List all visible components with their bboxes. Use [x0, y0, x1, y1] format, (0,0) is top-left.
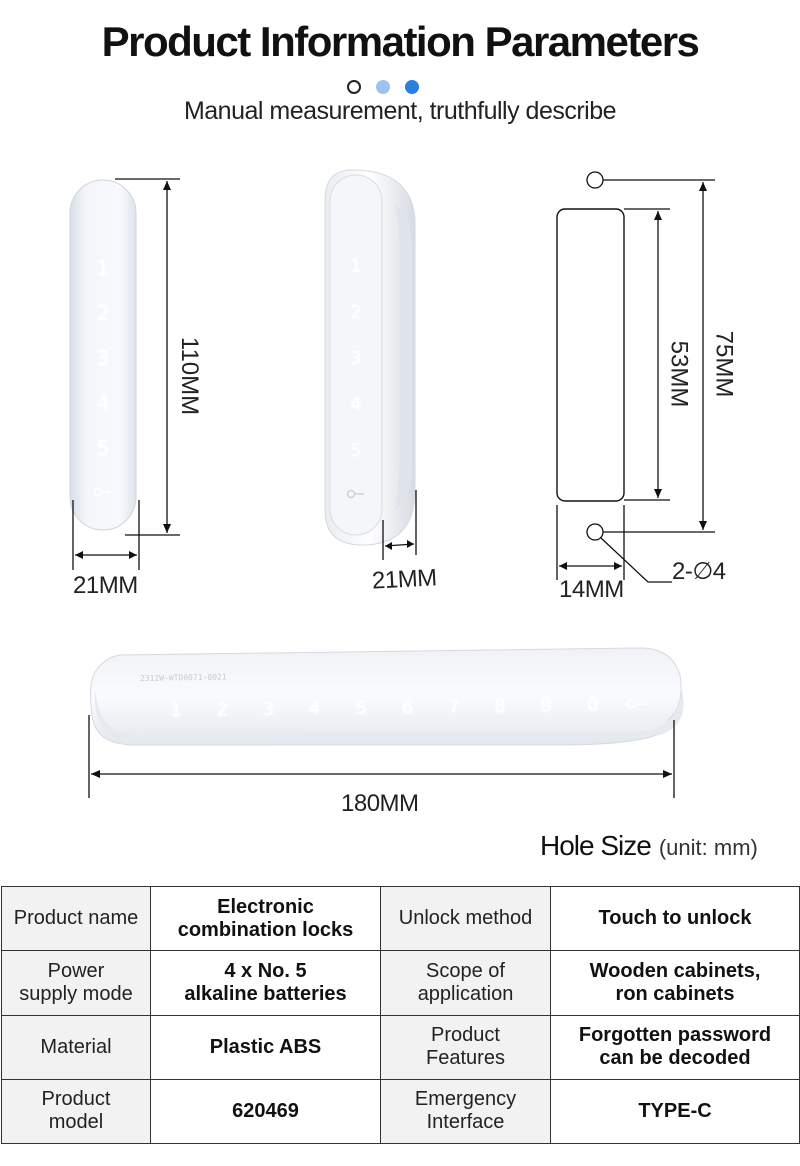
side-key-3: 3	[350, 348, 361, 369]
spec-value: Wooden cabinets, ron cabinets	[550, 950, 800, 1016]
product-dimension-drawings: 1 2 3 4 5 1 2 3 4 5	[69, 169, 715, 798]
spec-table: Product name Electronic combination lock…	[1, 885, 800, 1145]
serial-text: 2312W-WTD0071-0021	[140, 672, 227, 683]
dim-front-width: 21MM	[73, 572, 138, 599]
horizontal-key-9: 9	[541, 695, 552, 716]
front-view-device: 1 2 3 4 5	[69, 179, 137, 531]
spec-value: 4 x No. 5 alkaline batteries	[150, 950, 381, 1016]
spec-key: Product model	[1, 1078, 151, 1145]
table-row: Product model 620469 Emergency Interface…	[1, 1078, 800, 1145]
horizontal-key-4: 4	[309, 698, 320, 719]
hole-size-heading: Hole Size(unit: mm)	[540, 830, 758, 862]
side-key-1: 1	[350, 256, 361, 277]
mount-hole-top	[586, 171, 604, 189]
front-key-5: 5	[97, 436, 110, 460]
decorative-dots	[347, 80, 427, 96]
spec-value: Forgotten password can be decoded	[550, 1014, 800, 1080]
dim-hole-inner: 53MM	[665, 340, 693, 408]
dim-hole-outer: 75MM	[710, 330, 738, 398]
side-key-2: 2	[350, 302, 361, 323]
side-dimension-lines	[382, 490, 417, 560]
table-row: Product name Electronic combination lock…	[1, 885, 800, 952]
hole-schematic	[556, 171, 715, 583]
spec-key: Power supply mode	[1, 950, 151, 1016]
dim-side-width: 21MM	[371, 564, 438, 595]
spec-value: 620469	[150, 1078, 381, 1145]
table-row: Power supply mode 4 x No. 5 alkaline bat…	[1, 950, 800, 1016]
horizontal-key-icon	[626, 699, 645, 709]
spec-value: Touch to unlock	[550, 885, 800, 952]
horizontal-key-6: 6	[402, 697, 413, 718]
dim-length: 180MM	[341, 790, 419, 817]
front-key-2: 2	[97, 301, 110, 325]
hole-size-label: Hole Size	[540, 830, 652, 861]
dim-front-height: 110MM	[176, 336, 204, 416]
spec-key: Unlock method	[380, 885, 551, 952]
dot-blue	[405, 80, 419, 94]
spec-key: Scope of application	[380, 950, 551, 1016]
mount-hole-bottom	[586, 523, 604, 541]
horizontal-key-7: 7	[448, 696, 459, 717]
page-title: Product Information Parameters	[101, 18, 700, 65]
front-key-4: 4	[97, 391, 110, 415]
spec-key: Product name	[1, 885, 151, 952]
spec-value: Electronic combination locks	[150, 885, 381, 952]
table-row: Material Plastic ABS Product Features Fo…	[1, 1014, 800, 1080]
hole-size-unit: (unit: mm)	[658, 835, 758, 860]
spec-value: TYPE-C	[550, 1078, 800, 1145]
front-key-1: 1	[97, 256, 110, 280]
horizontal-key-3: 3	[263, 699, 274, 720]
dot-outline	[347, 80, 361, 94]
dim-hole-width: 14MM	[559, 576, 624, 603]
horizontal-key-1: 1	[170, 700, 181, 721]
side-key-5: 5	[350, 440, 361, 461]
dot-light-blue	[376, 80, 390, 94]
horizontal-dimension-lines	[88, 715, 675, 798]
dim-hole-count: 2-∅4	[672, 558, 726, 585]
page-subtitle: Manual measurement, truthfully describe	[183, 97, 617, 125]
spec-key: Material	[1, 1014, 151, 1080]
horizontal-device: 2312W-WTD0071-0021 1 2 3 4 5 6 7 8 9 0	[90, 647, 684, 746]
front-dimension-lines	[72, 178, 180, 570]
spec-value: Plastic ABS	[150, 1014, 381, 1080]
side-key-4: 4	[350, 394, 361, 415]
spec-key: Emergency Interface	[380, 1078, 551, 1145]
front-key-icon	[93, 487, 111, 497]
horizontal-key-0: 0	[587, 695, 598, 716]
spec-key: Product Features	[380, 1014, 551, 1080]
horizontal-key-5: 5	[355, 698, 366, 719]
horizontal-key-8: 8	[494, 696, 505, 717]
side-view-device: 1 2 3 4 5	[324, 169, 416, 546]
side-key-icon	[346, 489, 364, 499]
horizontal-key-2: 2	[217, 699, 228, 720]
front-key-3: 3	[97, 346, 110, 370]
